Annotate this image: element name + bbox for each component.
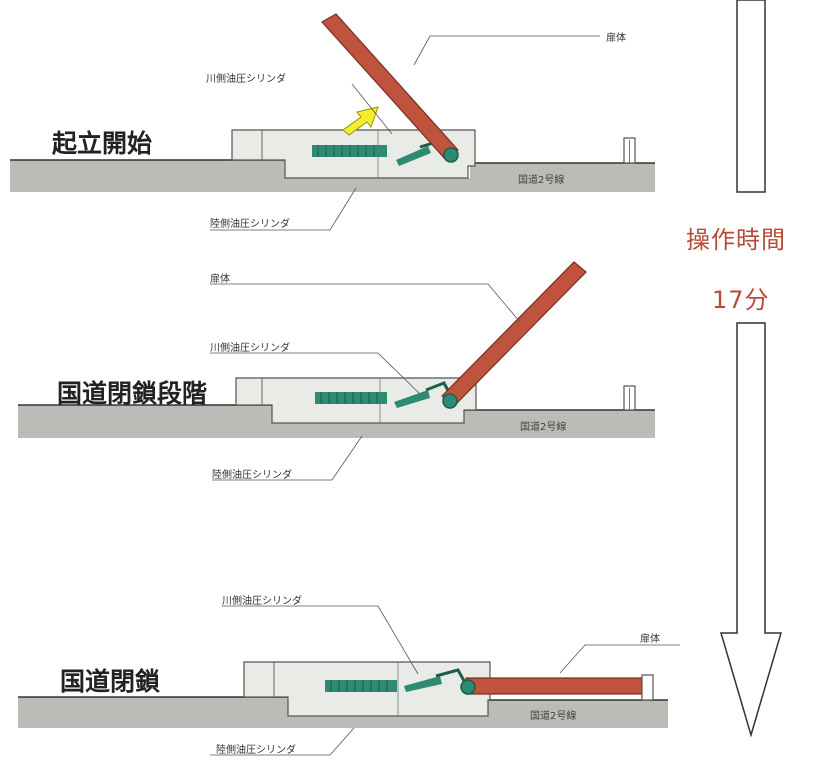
stage-1-road-label: 国道2号線 bbox=[518, 175, 565, 186]
stage-2-drawing bbox=[18, 261, 655, 481]
stage-2-title: 国道閉鎖段階 bbox=[57, 379, 208, 408]
stage-1-drawing bbox=[10, 13, 655, 231]
stage-1-gate-label: 扉体 bbox=[606, 33, 626, 44]
stage-1-land-cylinder-label: 陸側油圧シリンダ bbox=[210, 219, 290, 230]
time-arrow-shaft-top bbox=[736, 0, 766, 193]
stage-2-river-cylinder-label: 川側油圧シリンダ bbox=[210, 343, 290, 354]
time-arrow-shaft-bottom bbox=[719, 322, 783, 738]
operation-time-duration: 17分 bbox=[712, 286, 770, 314]
stage-3-title: 国道閉鎖 bbox=[60, 667, 161, 696]
stage-3-river-cylinder bbox=[404, 676, 442, 692]
stage-3-gate bbox=[465, 677, 647, 695]
stage-1-river-cylinder bbox=[396, 146, 431, 166]
stage-1-gate bbox=[321, 13, 459, 161]
stage-1-river-cylinder-label: 川側油圧シリンダ bbox=[206, 74, 286, 85]
stage-3-road-label: 国道2号線 bbox=[530, 711, 577, 722]
stage-2-ground bbox=[18, 405, 655, 438]
stage-1-motion-arrow bbox=[342, 106, 379, 136]
stage-2-gate-label: 扉体 bbox=[210, 274, 230, 285]
stage-1-ground bbox=[10, 160, 655, 192]
stage-2-river-cylinder bbox=[394, 390, 430, 408]
stage-2-land-cylinder bbox=[315, 392, 387, 404]
stage-3-post bbox=[641, 674, 654, 701]
stage-2-land-cylinder-label: 陸側油圧シリンダ bbox=[212, 470, 292, 481]
stage-3-gate-label: 扉体 bbox=[640, 634, 660, 645]
operation-time-arrow bbox=[719, 0, 783, 738]
stage-3-drawing bbox=[18, 605, 680, 756]
operation-time-label: 操作時間 bbox=[686, 226, 786, 254]
stage-3-ground bbox=[18, 697, 668, 728]
stage-1-title: 起立開始 bbox=[52, 129, 153, 158]
stage-3-land-cylinder bbox=[325, 680, 397, 692]
stage-2-road-label: 国道2号線 bbox=[520, 422, 567, 433]
stage-3-land-cylinder-label: 陸側油圧シリンダ bbox=[216, 745, 296, 756]
stage-3-river-cylinder-label: 川側油圧シリンダ bbox=[222, 596, 302, 607]
